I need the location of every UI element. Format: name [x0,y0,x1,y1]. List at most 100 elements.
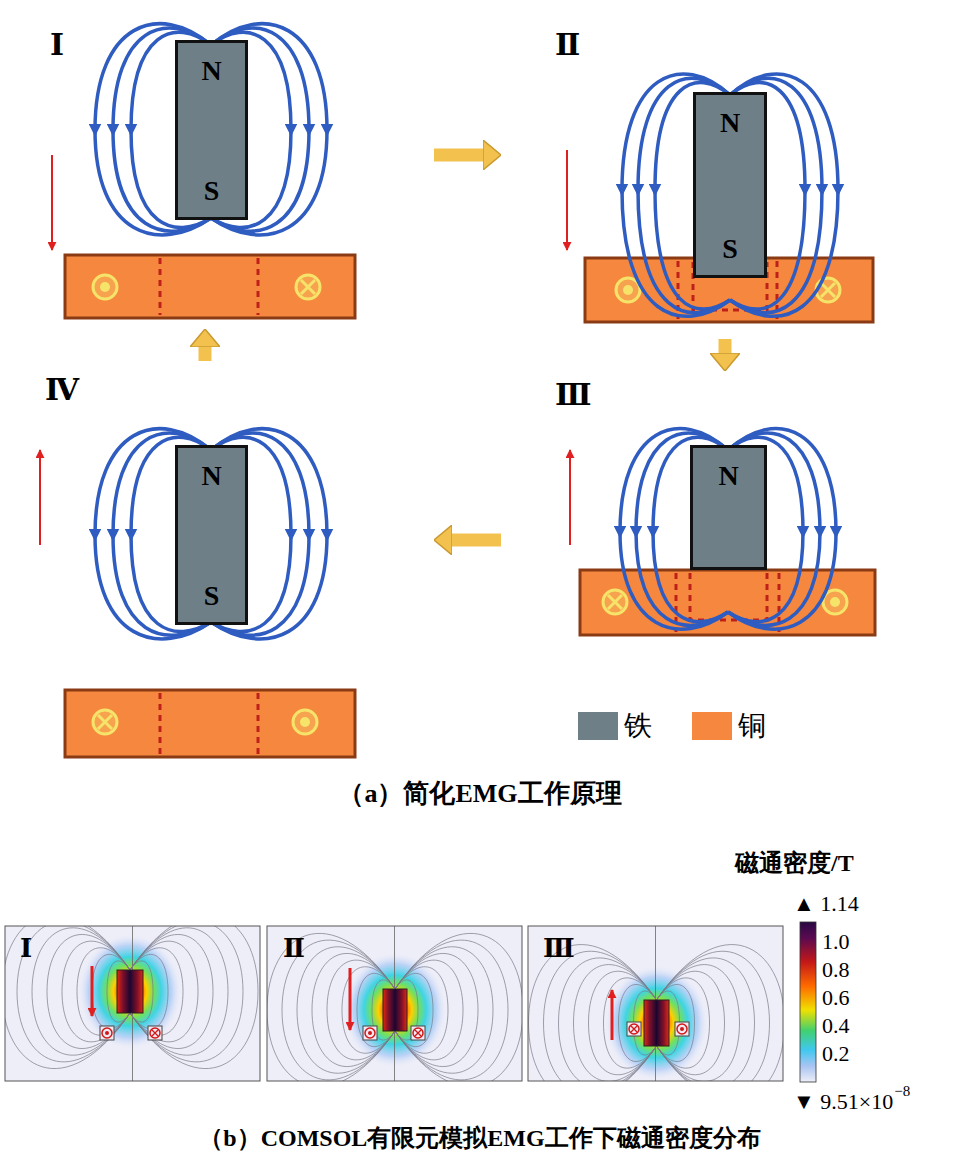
pole-label: N [718,462,738,490]
contour-line [559,958,657,1081]
contour-line [657,945,784,1081]
current-in-symbol [816,278,840,302]
current-symbol [413,1028,423,1038]
magnet-field [117,970,143,1013]
panel-frame [528,926,783,1081]
scale-label: ▲ 1.14 [793,892,859,916]
panel-ground [267,926,522,1081]
current-out-symbol [93,275,117,299]
copper-bar [65,255,355,318]
contour-line [657,958,755,1081]
contour-line [17,926,130,1062]
copper-bars [65,255,875,757]
contour-line [130,926,258,1069]
simulation-panel [267,926,522,1081]
magnet-field [383,989,407,1031]
stage-number: Ⅱ [283,935,305,964]
copper-bar [65,690,355,757]
contour-line [395,933,522,1081]
contour-line [130,928,228,1055]
simulation-panel [5,926,260,1081]
legend-swatch [692,712,732,740]
current-cross [415,1030,421,1036]
dashed-region [160,258,258,315]
current-symbol [629,1024,639,1034]
field-lines [95,24,838,639]
pole-label: S [204,582,220,610]
magnet-field [644,1000,669,1046]
copper-section [100,1026,114,1040]
scale-label: −8 [894,1083,910,1100]
pole-label: S [204,177,220,205]
motion-arrow [569,450,571,545]
pole-label: S [722,235,738,263]
copper-section [411,1026,425,1040]
dashed-region [160,693,258,754]
current-symbol [102,1028,112,1038]
caption-text: （b）COMSOL有限元模拟EMG工作下磁通密度分布 [199,1125,760,1151]
iron-magnet: NS [693,92,767,278]
copper-section [675,1022,689,1036]
contour-line [395,947,493,1073]
scale-label: 磁通密度/T [735,850,854,876]
current-in-symbol [603,590,627,614]
motion-arrow [51,155,53,250]
current-dot [368,1031,372,1035]
current-in-symbol [296,275,320,299]
dashed-region [676,573,779,632]
flux-density-halo [605,965,709,1081]
panel-ground [528,926,783,1081]
step-arrow [719,339,732,353]
copper-section [363,1026,377,1040]
iron-magnet: N [690,445,767,570]
contour-line [297,947,395,1073]
current-symbol [677,1024,687,1034]
current-symbol [365,1028,375,1038]
legend-text: 铁 [624,712,652,740]
step-arrow [434,149,483,162]
stage-number: Ⅰ [50,30,64,60]
motion-arrow [39,450,41,545]
scale-label: ▼ 9.51×10 [793,1090,893,1114]
motion-arrow [566,150,568,250]
current-dot [680,1027,684,1031]
contour-line [395,940,508,1080]
step-arrow [199,347,212,361]
panel-ground [5,926,260,1081]
motion-arrow [611,990,614,1040]
simulation-panels [2,914,816,1101]
current-cross [631,1026,637,1032]
scale-label: 0.8 [822,958,850,982]
scale-label: 0.6 [822,986,850,1010]
stage-number: Ⅲ [543,935,575,964]
stage-panel: ⅡNS [505,20,930,335]
contour-line [32,928,130,1055]
contour-line [657,951,770,1081]
flux-density-halo [78,934,182,1050]
pole-label: N [720,109,740,137]
stage-number: Ⅳ [45,375,79,405]
current-cross [152,1030,158,1036]
current-dot [105,1031,109,1035]
stage-number: Ⅰ [20,935,32,964]
flux-density-halo [343,952,447,1068]
legend-text: 铜 [738,712,766,740]
stage-panel: Ⅰ NS [40,20,430,325]
scale-label: 1.0 [822,930,850,954]
stage-panel: ⅢN [505,375,930,645]
stage-panel: ⅣNS [40,365,430,770]
motion-arrows [40,150,570,545]
simulation-panel [528,926,783,1081]
copper-section [148,1026,162,1040]
current-out-symbol [293,710,317,734]
color-bar [800,922,816,1082]
motion-arrow [91,966,94,1016]
copper-section [627,1022,641,1036]
panel-frame [5,926,260,1081]
contour-line [5,926,130,1069]
stage-number: Ⅲ [555,380,592,410]
iron-magnet: NS [175,40,248,220]
